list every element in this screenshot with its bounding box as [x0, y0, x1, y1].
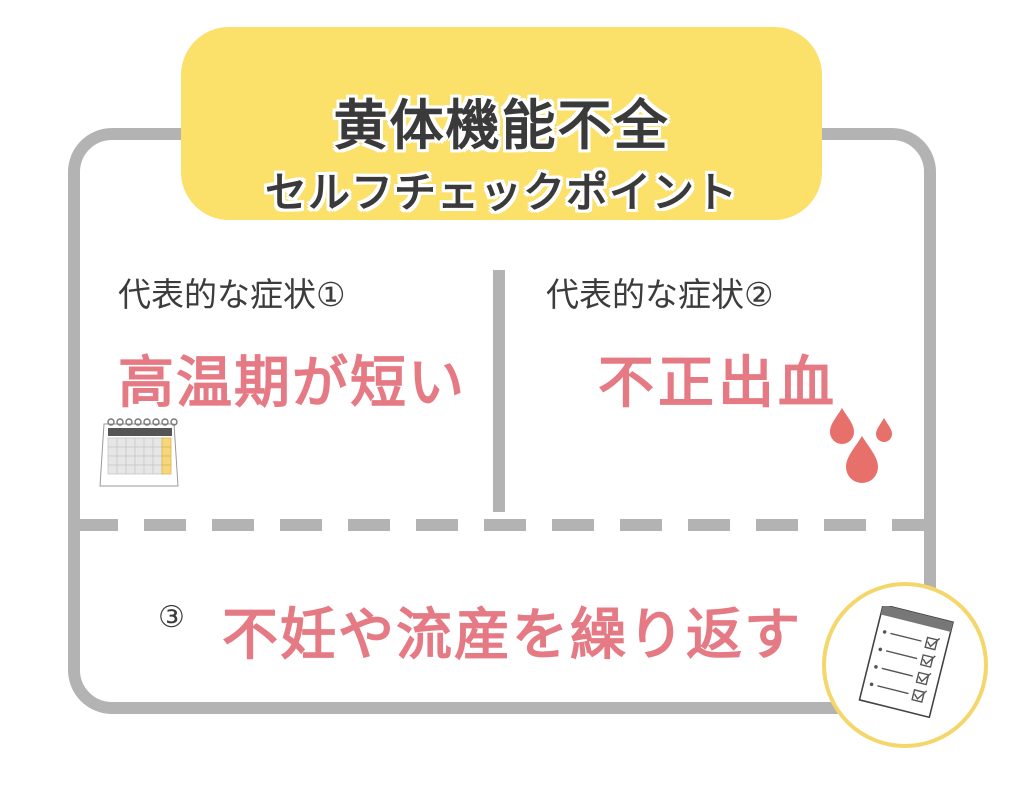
- symptom-1-label: 代表的な症状①: [118, 275, 346, 314]
- page-title: 黄体機能不全: [333, 94, 670, 157]
- title-box: 黄体機能不全 セルフチェックポイント: [181, 27, 822, 220]
- calendar-icon: [99, 418, 179, 487]
- dashed-divider: [76, 519, 928, 531]
- symptom-1-text: 高温期が短い: [118, 351, 466, 416]
- vertical-divider: [493, 270, 505, 512]
- symptom-3-text: 不妊や流産を繰り返す: [222, 603, 802, 668]
- symptom-2-text: 不正出血: [598, 351, 838, 416]
- page-subtitle: セルフチェックポイント: [264, 168, 738, 217]
- blood-drops-icon: [830, 408, 892, 483]
- checklist-icon: [858, 606, 954, 718]
- symptom-2-label: 代表的な症状②: [546, 275, 774, 314]
- symptom-3-number: ③: [158, 600, 185, 635]
